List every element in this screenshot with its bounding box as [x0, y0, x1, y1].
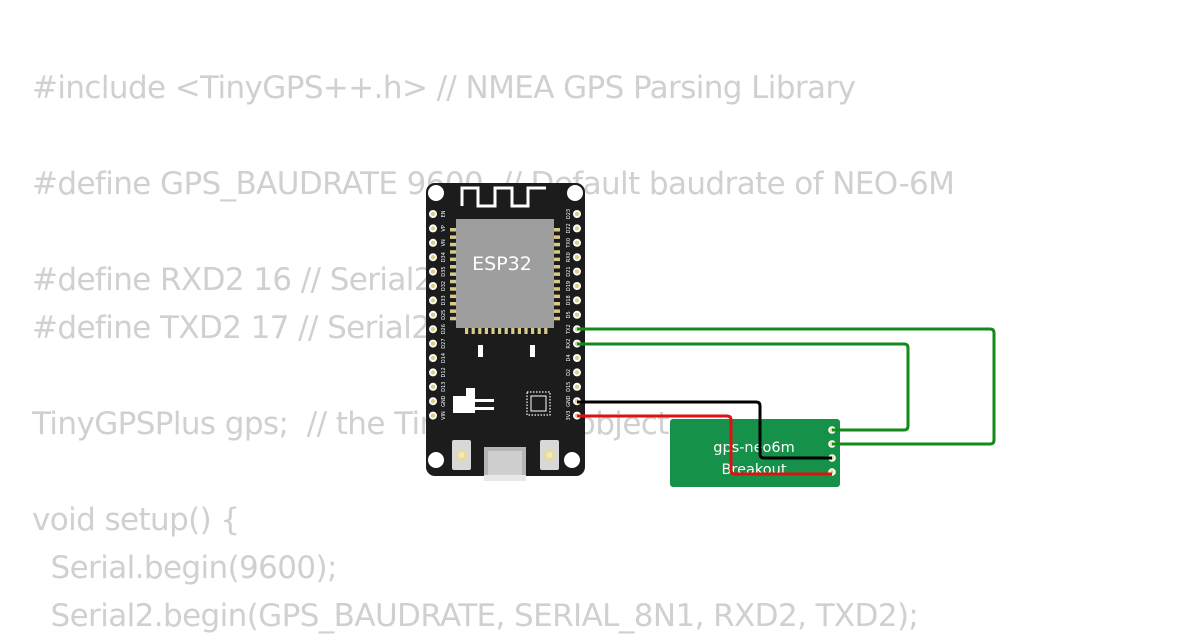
antenna-trace: [460, 186, 546, 208]
usb-serial-chip: [526, 391, 551, 416]
wire-tx2-to-gps[interactable]: [577, 327, 996, 446]
esp32-pin-right-d4[interactable]: D4: [566, 354, 581, 362]
regulator-tab: [466, 388, 475, 396]
wire-3v3-to-gps[interactable]: [577, 414, 832, 476]
esp32-pin-left-d27[interactable]: D27: [429, 338, 447, 349]
en-button[interactable]: [452, 440, 471, 470]
esp32-pin-left-vp[interactable]: VP: [429, 224, 447, 233]
esp32-pin-left-d35[interactable]: D35: [429, 266, 447, 277]
gps-label-line1: gps-neo6m: [713, 440, 795, 456]
regulator-lead-2: [475, 407, 494, 410]
esp32-pin-right-rx0[interactable]: RX0: [566, 252, 581, 262]
micro-usb-port: [484, 447, 526, 481]
esp32-module-shield: [456, 219, 554, 328]
esp32-pin-left-d34[interactable]: D34: [429, 252, 447, 262]
esp32-pin-label: D4: [566, 354, 572, 361]
esp32-pin-left-gnd[interactable]: GND: [429, 395, 447, 407]
code-line-define-baudrate: #define GPS_BAUDRATE 9600 // Default bau…: [32, 166, 955, 202]
esp32-pin-left-d33[interactable]: D33: [429, 295, 447, 306]
esp32-pin-label: D2: [566, 369, 572, 376]
gps-neo6m-breakout[interactable]: gps-neo6m Breakout: [670, 419, 840, 487]
esp32-pin-right-d19[interactable]: D19: [566, 281, 581, 291]
regulator-lead-1: [475, 399, 494, 402]
esp32-pin-label: D26: [441, 324, 447, 334]
esp32-pin-label: D34: [441, 252, 447, 262]
esp32-pin-left-d32[interactable]: D32: [429, 281, 447, 291]
mounting-hole-top-left: [428, 185, 444, 201]
gps-pcb: [670, 419, 840, 487]
mounting-hole-bottom-right: [564, 452, 580, 468]
esp32-pin-right-d5[interactable]: D5: [566, 310, 581, 319]
mounting-hole-top-right: [567, 185, 583, 201]
esp32-pin-label: D13: [441, 382, 447, 392]
code-line-serial2-begin: Serial2.begin(GPS_BAUDRATE, SERIAL_8N1, …: [32, 598, 919, 634]
esp32-pin-label: TX2: [566, 324, 572, 335]
esp32-pin-label: D27: [441, 338, 447, 348]
esp32-pin-label: D18: [566, 295, 572, 305]
esp32-pin-label: D5: [566, 311, 572, 318]
esp32-pin-right-d18[interactable]: D18: [566, 295, 581, 306]
esp32-pin-left-d13[interactable]: D13: [429, 382, 447, 392]
esp32-pin-label: GND: [441, 395, 447, 407]
esp32-pin-label: D32: [441, 281, 447, 291]
smd-marker-right: [530, 345, 535, 357]
esp32-pin-label: D14: [441, 353, 447, 363]
wire-rx2-to-gps[interactable]: [577, 342, 910, 432]
esp32-pin-label: D35: [441, 266, 447, 276]
esp32-pin-right-d21[interactable]: D21: [566, 266, 581, 277]
code-line-define-rxd2: #define RXD2 16 // Serial2: [32, 262, 434, 298]
code-line-serial-begin: Serial.begin(9600);: [32, 550, 338, 586]
esp32-pin-label: VN: [441, 239, 447, 246]
esp32-pin-label: D19: [566, 281, 572, 291]
code-line-setup: void setup() {: [32, 502, 240, 538]
smd-marker-left: [478, 345, 483, 357]
esp32-pin-label: RX0: [566, 252, 572, 262]
esp32-pin-label: D33: [441, 295, 447, 305]
esp32-pin-right-d15[interactable]: D15: [566, 382, 581, 392]
esp32-pin-label: D22: [566, 223, 572, 233]
esp32-pin-right-d23[interactable]: D23: [566, 209, 581, 219]
esp32-pin-label: D23: [566, 209, 572, 219]
esp32-pin-left-d26[interactable]: D26: [429, 324, 447, 334]
code-line-include: #include <TinyGPS++.h> // NMEA GPS Parsi…: [32, 70, 856, 106]
wire-gnd-to-gps[interactable]: [577, 400, 832, 460]
wires: [577, 327, 996, 476]
esp32-pin-label: D15: [566, 382, 572, 392]
esp32-pin-label: GND: [566, 395, 572, 407]
esp32-pin-label: 3V3: [566, 411, 572, 421]
boot-button[interactable]: [540, 440, 559, 470]
esp32-pin-left-vn[interactable]: VN: [429, 238, 447, 247]
mounting-hole-bottom-left: [428, 452, 444, 468]
esp32-pin-label: VIN: [441, 411, 447, 420]
voltage-regulator: [453, 396, 475, 413]
esp32-pin-label: EN: [441, 210, 447, 217]
esp32-pin-left-d12[interactable]: D12: [429, 367, 447, 378]
esp32-chip-label: ESP32: [472, 253, 532, 275]
esp32-pin-label: D21: [566, 266, 572, 276]
esp32-pin-label: D12: [441, 367, 447, 377]
esp32-pin-label: VP: [441, 225, 447, 231]
module-pads: [450, 228, 560, 334]
esp32-pin-left-d14[interactable]: D14: [429, 353, 447, 363]
esp32-pin-right-d2[interactable]: D2: [566, 368, 581, 377]
esp32-pin-left-d25[interactable]: D25: [429, 310, 447, 320]
esp32-pin-left-en[interactable]: EN: [429, 210, 447, 218]
esp32-pin-label: RX2: [566, 339, 572, 349]
esp32-pin-right-tx0[interactable]: TX0: [566, 238, 581, 249]
esp32-pin-left-vin[interactable]: VIN: [429, 411, 447, 420]
code-line-define-txd2: #define TXD2 17 // Serial2: [32, 310, 431, 346]
esp32-pin-right-d22[interactable]: D22: [566, 223, 581, 234]
esp32-pin-label: TX0: [566, 238, 572, 249]
esp32-pin-label: D25: [441, 310, 447, 320]
